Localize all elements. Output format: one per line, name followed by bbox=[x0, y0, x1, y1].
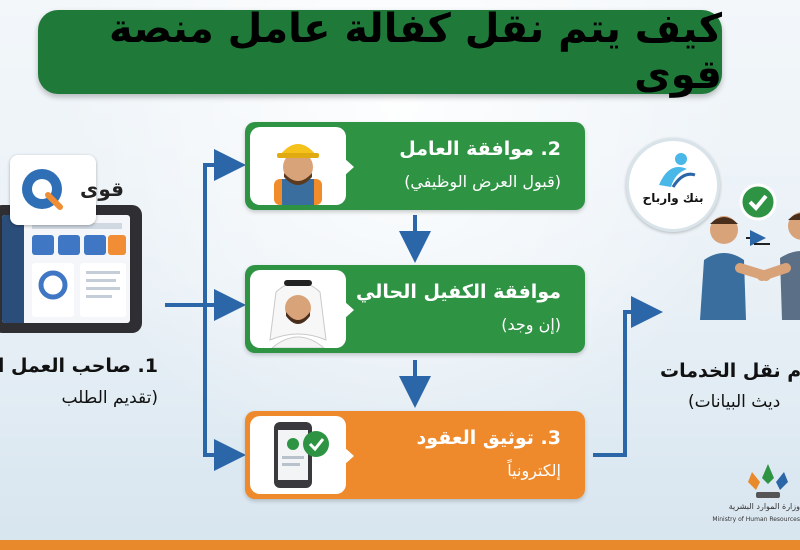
dashboard-mockup bbox=[2, 215, 126, 323]
qiwa-logo: قوى bbox=[10, 155, 124, 225]
right-step-subtitle: ديث البيانات) bbox=[688, 392, 781, 412]
step-title: 3. توثيق العقود bbox=[416, 427, 561, 449]
page-title: كيف يتم نقل كفالة عامل منصة قوى bbox=[108, 6, 722, 98]
saudi-sponsor-icon bbox=[269, 280, 327, 349]
step-card-worker: 2. موافقة العامل (قبول العرض الوظيفي) bbox=[245, 122, 585, 210]
step-title: 2. موافقة العامل bbox=[399, 138, 561, 160]
right-step-title: م نقل الخدمات bbox=[660, 360, 800, 382]
tablet-screen bbox=[2, 215, 130, 323]
smartphone-check-icon bbox=[274, 422, 329, 488]
left-step-title: 1. صاحب العمل ال bbox=[0, 355, 158, 377]
step-subtitle: إلكترونياً bbox=[507, 461, 561, 480]
step-icon-box bbox=[250, 416, 346, 494]
title-banner: كيف يتم نقل كفالة عامل منصة قوى bbox=[38, 6, 722, 98]
card-pointer bbox=[344, 447, 354, 465]
step-title: موافقة الكفيل الحالي bbox=[356, 281, 561, 303]
qiwa-logo-text: قوى bbox=[80, 177, 124, 201]
qiwa-q-icon bbox=[22, 169, 63, 210]
watermark-logo: بنك وارباح bbox=[626, 138, 720, 232]
watermark-text: بنك وارباح bbox=[642, 191, 704, 205]
handshake-illustration bbox=[700, 183, 800, 320]
step-card-contract: 3. توثيق العقود إلكترونياً bbox=[245, 411, 585, 499]
arrow-to-final bbox=[593, 296, 663, 457]
step-icon-box bbox=[250, 270, 346, 349]
worker-helmet-icon bbox=[274, 144, 322, 205]
step-subtitle: (قبول العرض الوظيفي) bbox=[404, 172, 561, 191]
ministry-name: وزارة الموارد البشرية bbox=[728, 502, 800, 511]
arrow-to-step-1 bbox=[165, 149, 246, 307]
ministry-name-en: Ministry of Human Resources bbox=[712, 516, 800, 523]
left-step-subtitle: (تقديم الطلب bbox=[61, 388, 158, 408]
step-card-sponsor: موافقة الكفيل الحالي (إن وجد) bbox=[245, 265, 585, 353]
ministry-logo-icon bbox=[748, 464, 788, 498]
card-pointer bbox=[344, 158, 354, 176]
step-subtitle: (إن وجد) bbox=[501, 315, 561, 334]
arrow-to-step-3 bbox=[165, 303, 246, 471]
logo-figure-icon bbox=[659, 153, 696, 188]
step-icon-box bbox=[250, 127, 346, 205]
bottom-accent-bar bbox=[0, 540, 800, 550]
card-pointer bbox=[344, 301, 354, 319]
tablet-device bbox=[0, 205, 142, 333]
